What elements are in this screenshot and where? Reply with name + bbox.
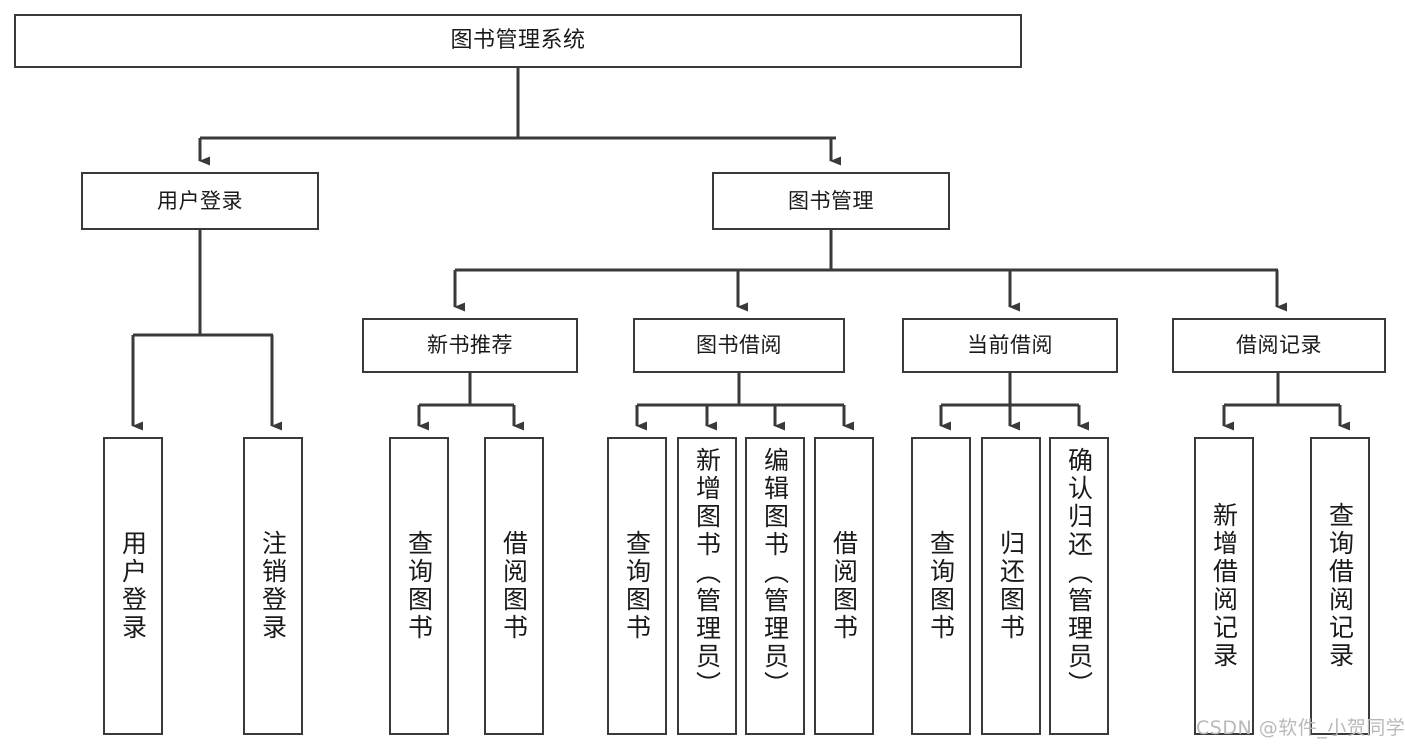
node-label: 查询图书 — [404, 530, 434, 642]
node-leaf-logout[interactable]: 注销登录 — [243, 437, 303, 735]
edge-group-book-borrow — [635, 373, 854, 431]
csdn-watermark: CSDN @软件_小贺同学 — [1196, 717, 1405, 739]
node-label: 查询图书 — [622, 530, 652, 642]
node-label: 图书管理系统 — [450, 28, 586, 54]
node-leaf-confirm-return-admin[interactable]: 确认归还（管理员） — [1049, 437, 1109, 735]
node-leaf-borrow-book[interactable]: 借阅图书 — [814, 437, 874, 735]
edge-group-root — [198, 68, 841, 166]
node-label: 新增图书（管理员） — [692, 447, 722, 699]
node-user-login[interactable]: 用户登录 — [81, 172, 319, 230]
node-leaf-user-login[interactable]: 用户登录 — [103, 437, 163, 735]
node-leaf-return-book[interactable]: 归还图书 — [981, 437, 1041, 735]
node-leaf-query-book-recommend[interactable]: 查询图书 — [389, 437, 449, 735]
node-borrow-record[interactable]: 借阅记录 — [1172, 318, 1386, 373]
node-label: 用户登录 — [118, 530, 148, 642]
node-book-manage[interactable]: 图书管理 — [712, 172, 950, 230]
node-label: 图书管理 — [788, 188, 874, 213]
node-leaf-edit-book-admin[interactable]: 编辑图书（管理员） — [745, 437, 805, 735]
node-label: 图书借阅 — [696, 333, 782, 358]
node-label: 确认归还（管理员） — [1064, 447, 1094, 699]
node-leaf-borrow-book-recommend[interactable]: 借阅图书 — [484, 437, 544, 735]
node-label: 编辑图书（管理员） — [760, 447, 790, 699]
edge-group-borrow-record — [1222, 373, 1350, 431]
node-root-book-management-system[interactable]: 图书管理系统 — [14, 14, 1022, 68]
node-label: 借阅图书 — [829, 530, 859, 642]
node-label: 归还图书 — [996, 530, 1026, 642]
node-label: 当前借阅 — [967, 333, 1053, 358]
node-leaf-query-book-current[interactable]: 查询图书 — [911, 437, 971, 735]
node-leaf-query-book-borrow[interactable]: 查询图书 — [607, 437, 667, 735]
node-leaf-add-borrow-record[interactable]: 新增借阅记录 — [1194, 437, 1254, 735]
node-label: 查询借阅记录 — [1325, 502, 1355, 670]
node-leaf-add-book-admin[interactable]: 新增图书（管理员） — [677, 437, 737, 735]
node-current-borrow[interactable]: 当前借阅 — [902, 318, 1118, 373]
node-leaf-query-borrow-record[interactable]: 查询借阅记录 — [1310, 437, 1370, 735]
node-label: 用户登录 — [157, 188, 243, 213]
node-label: 查询图书 — [926, 530, 956, 642]
node-label: 借阅图书 — [499, 530, 529, 642]
node-label: 新书推荐 — [427, 333, 513, 358]
edge-group-current-borrow — [939, 373, 1089, 431]
node-new-book-recommend[interactable]: 新书推荐 — [362, 318, 578, 373]
edge-group-new-book-recommend — [417, 373, 524, 431]
node-label: 借阅记录 — [1236, 333, 1322, 358]
node-book-borrow[interactable]: 图书借阅 — [633, 318, 845, 373]
edge-group-book-manage — [453, 230, 1287, 312]
node-label: 新增借阅记录 — [1209, 502, 1239, 670]
node-label: 注销登录 — [258, 530, 288, 642]
edge-group-user-login — [131, 230, 282, 431]
